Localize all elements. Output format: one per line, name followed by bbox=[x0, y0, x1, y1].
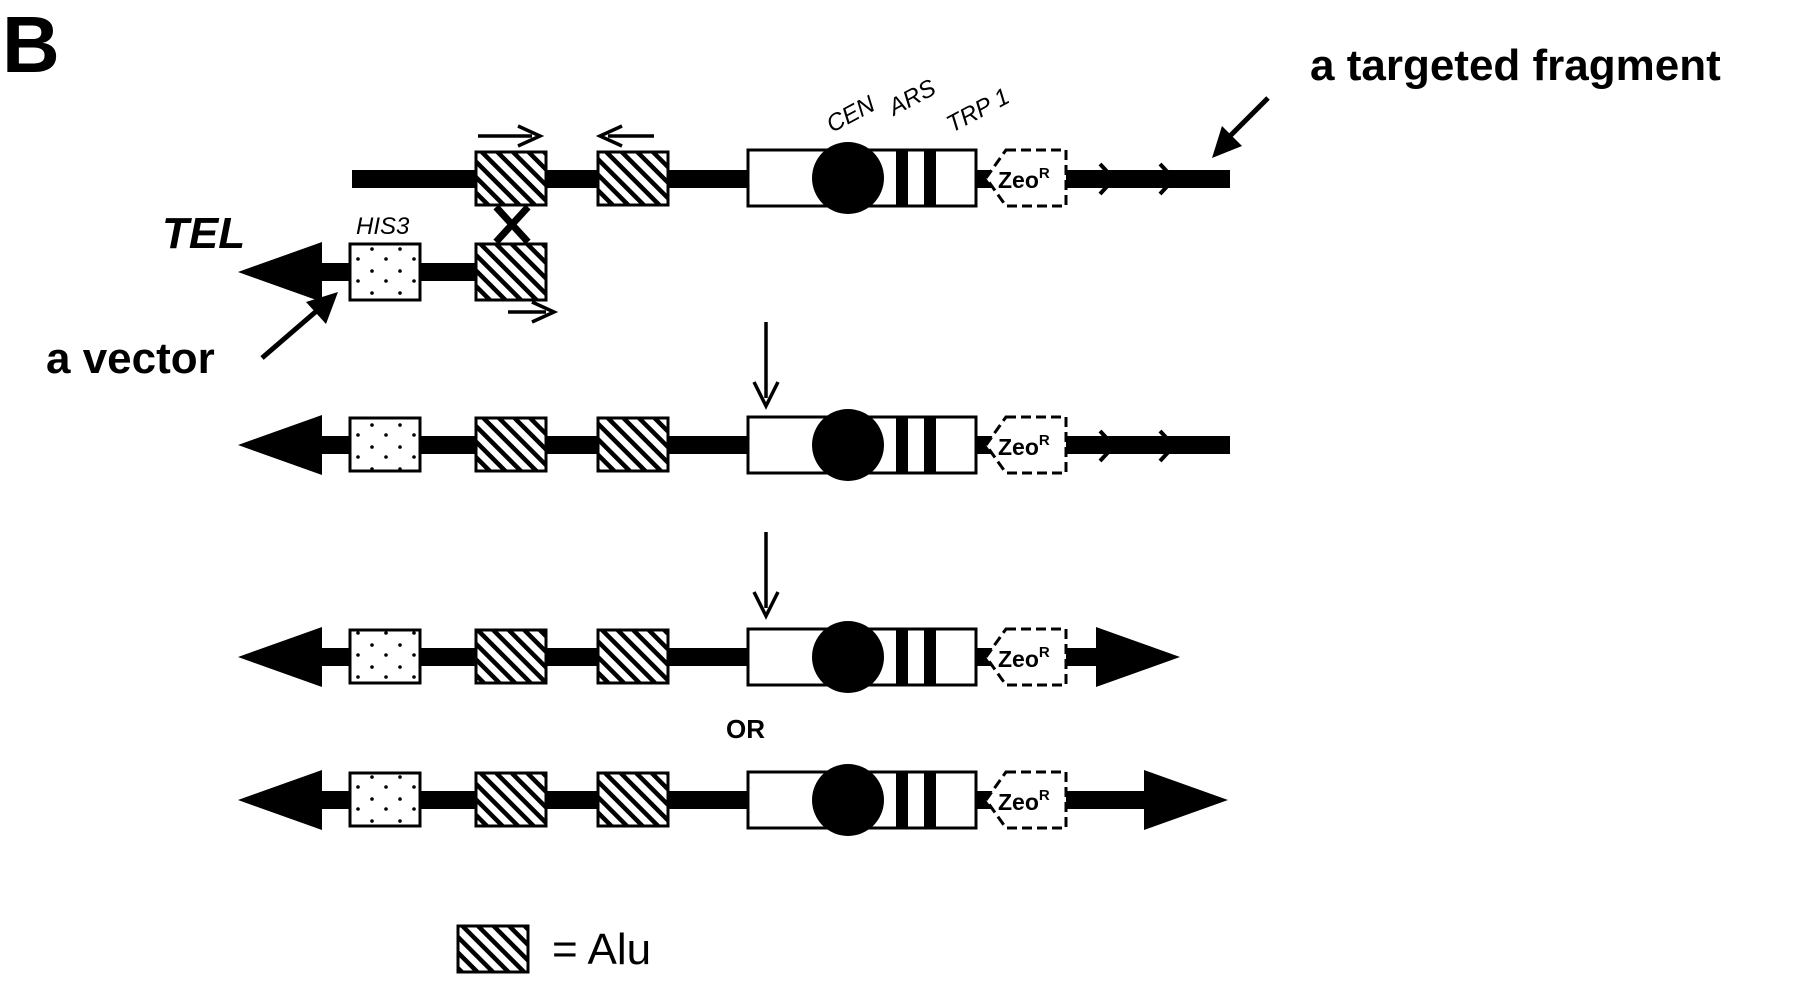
alu-box bbox=[474, 150, 548, 207]
alu-box bbox=[474, 416, 548, 473]
crossover-mark bbox=[493, 204, 531, 245]
alu-box bbox=[596, 416, 670, 473]
orientation-chevron bbox=[1098, 429, 1117, 463]
pointer-arrow-vector bbox=[260, 292, 338, 360]
zeo-marker: ZeoR bbox=[984, 148, 1068, 208]
svg-text:ZeoR: ZeoR bbox=[998, 432, 1050, 460]
telomere-arrowhead bbox=[1144, 770, 1228, 830]
centromere bbox=[812, 409, 884, 481]
step-arrow-1 bbox=[752, 322, 780, 410]
centromere bbox=[812, 142, 884, 214]
his3-box bbox=[348, 771, 422, 828]
orientation-chevron bbox=[1158, 429, 1177, 463]
panel-label: B bbox=[2, 0, 60, 89]
or-label: OR bbox=[726, 714, 765, 744]
his3-box bbox=[348, 416, 422, 473]
alu-box bbox=[474, 628, 548, 685]
vector-label: a vector bbox=[46, 334, 215, 383]
chromosome-row-4: ZeoR bbox=[238, 764, 1228, 836]
telomere-arrowhead bbox=[238, 627, 322, 687]
zeo-marker: ZeoR bbox=[984, 415, 1068, 475]
telomere-arrowhead bbox=[238, 242, 322, 302]
telomere-arrowhead bbox=[238, 415, 322, 475]
centromere bbox=[812, 764, 884, 836]
alu-box bbox=[474, 242, 548, 302]
orientation-chevron bbox=[1098, 162, 1117, 196]
his3-label: HIS3 bbox=[356, 213, 410, 240]
svg-text:ZeoR: ZeoR bbox=[998, 165, 1050, 193]
centromere bbox=[812, 621, 884, 693]
legend-alu-swatch bbox=[456, 924, 530, 974]
tel-label: TEL bbox=[162, 209, 245, 258]
telomere-arrowhead bbox=[1096, 627, 1180, 687]
ars-label: ARS bbox=[882, 74, 940, 122]
trp1-band bbox=[924, 150, 936, 206]
svg-text:ZeoR: ZeoR bbox=[998, 644, 1050, 672]
svg-text:ZeoR: ZeoR bbox=[998, 787, 1050, 815]
primer-arrow-left bbox=[595, 124, 654, 148]
ars-band bbox=[896, 150, 908, 206]
targeted-fragment: ZeoR CEN ARS TRP 1 bbox=[352, 74, 1230, 214]
legend: = Alu bbox=[456, 924, 651, 974]
chromosome-row-3: ZeoR bbox=[238, 621, 1180, 693]
telomere-arrowhead bbox=[238, 770, 322, 830]
vector-construct bbox=[238, 242, 559, 324]
his3-box bbox=[348, 242, 422, 302]
alu-box bbox=[474, 771, 548, 828]
step-arrow-2 bbox=[752, 532, 780, 620]
legend-text: = Alu bbox=[552, 925, 651, 974]
his3-box bbox=[348, 628, 422, 685]
alu-box bbox=[596, 771, 670, 828]
trp1-label: TRP 1 bbox=[942, 83, 1014, 138]
zeo-marker: ZeoR bbox=[984, 770, 1068, 830]
cen-label: CEN bbox=[822, 90, 880, 138]
targeted-fragment-label: a targeted fragment bbox=[1310, 41, 1721, 90]
primer-arrow-right bbox=[478, 124, 545, 148]
orientation-chevron bbox=[1158, 162, 1177, 196]
zeo-marker: ZeoR bbox=[984, 627, 1068, 687]
alu-box bbox=[596, 628, 670, 685]
pointer-arrow-fragment bbox=[1212, 96, 1270, 158]
alu-box bbox=[596, 150, 670, 207]
recombinant-row-2: ZeoR bbox=[238, 409, 1230, 481]
primer-arrow-right bbox=[508, 300, 559, 324]
